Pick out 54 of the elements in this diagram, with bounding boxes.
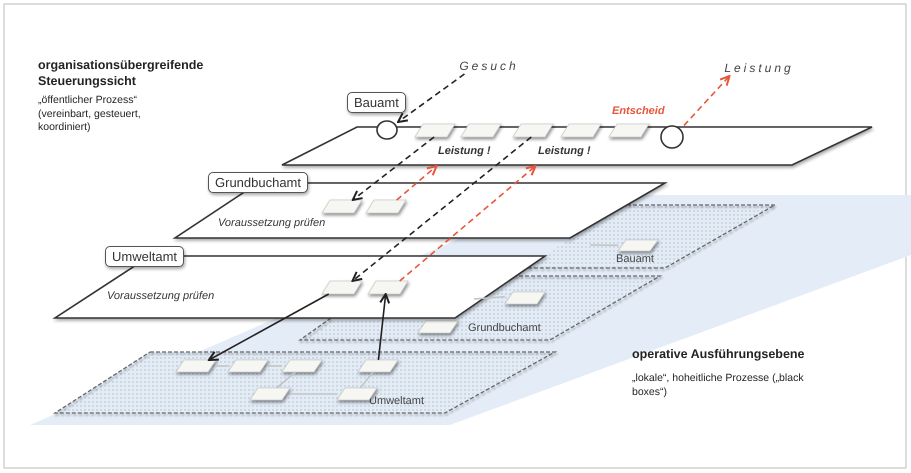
edge-label: Leistung ! (537, 145, 592, 157)
arrow (208, 293, 330, 361)
arrow (378, 293, 390, 360)
arrow (397, 73, 465, 124)
task-shape (461, 124, 501, 137)
task-shape (561, 124, 601, 137)
local-process-plane (300, 276, 660, 340)
section-heading: organisationsübergreifende Steuerungssicht (38, 57, 204, 90)
plane-label: Umweltamt (369, 395, 424, 407)
connector-line (216, 365, 228, 367)
process-plane (282, 92, 872, 166)
task-shape (228, 360, 268, 372)
plane-note: Voraussetzung prüfen (107, 290, 214, 302)
plane-label: Grundbuchamt (468, 322, 541, 334)
process-plane (55, 246, 545, 319)
edge-label: Leistung ! (437, 145, 492, 157)
arrow (683, 75, 730, 126)
connector-line (290, 393, 337, 395)
section-note: „lokale“, hoheitliche Prozesse („black boxes“) (632, 372, 805, 400)
decision-label: Entscheid (612, 105, 665, 117)
connector-line (276, 371, 296, 389)
section-note: „öffentlicher Prozess“ (vereinbart, gesteuert, koordiniert) (38, 94, 142, 135)
connector-line (590, 244, 618, 246)
plane-note: Voraussetzung prüfen (218, 217, 326, 229)
arrow (396, 165, 438, 201)
connector-line (360, 372, 374, 388)
task-shape (505, 292, 545, 304)
connector-line (268, 365, 282, 367)
task-shape (366, 200, 406, 213)
arrow (351, 136, 532, 282)
plane-label: Bauamt (616, 253, 654, 265)
task-shape (322, 200, 362, 213)
plane-title: Bauamt (347, 92, 406, 113)
section-heading: operative Ausführungsebene (632, 346, 806, 362)
task-shape (282, 360, 322, 372)
flow-label: Leistung (716, 60, 802, 76)
event-circle (376, 120, 398, 140)
flow-label: Gesuch (448, 58, 530, 74)
local-process-plane (55, 352, 555, 414)
task-shape (368, 281, 408, 294)
event-circle (660, 125, 684, 149)
plane-title: Umweltamt (105, 246, 184, 267)
task-shape (322, 281, 362, 294)
task-shape (358, 360, 398, 372)
plane-title: Grundbuchamt (208, 172, 308, 193)
task-shape (418, 321, 458, 333)
task-shape (415, 124, 455, 137)
task-shape (176, 360, 216, 372)
task-shape (250, 388, 290, 400)
arrow (399, 165, 537, 282)
arrow (352, 136, 435, 201)
task-shape (513, 124, 553, 137)
local-process-plane (528, 205, 775, 268)
process-plane (175, 172, 665, 239)
